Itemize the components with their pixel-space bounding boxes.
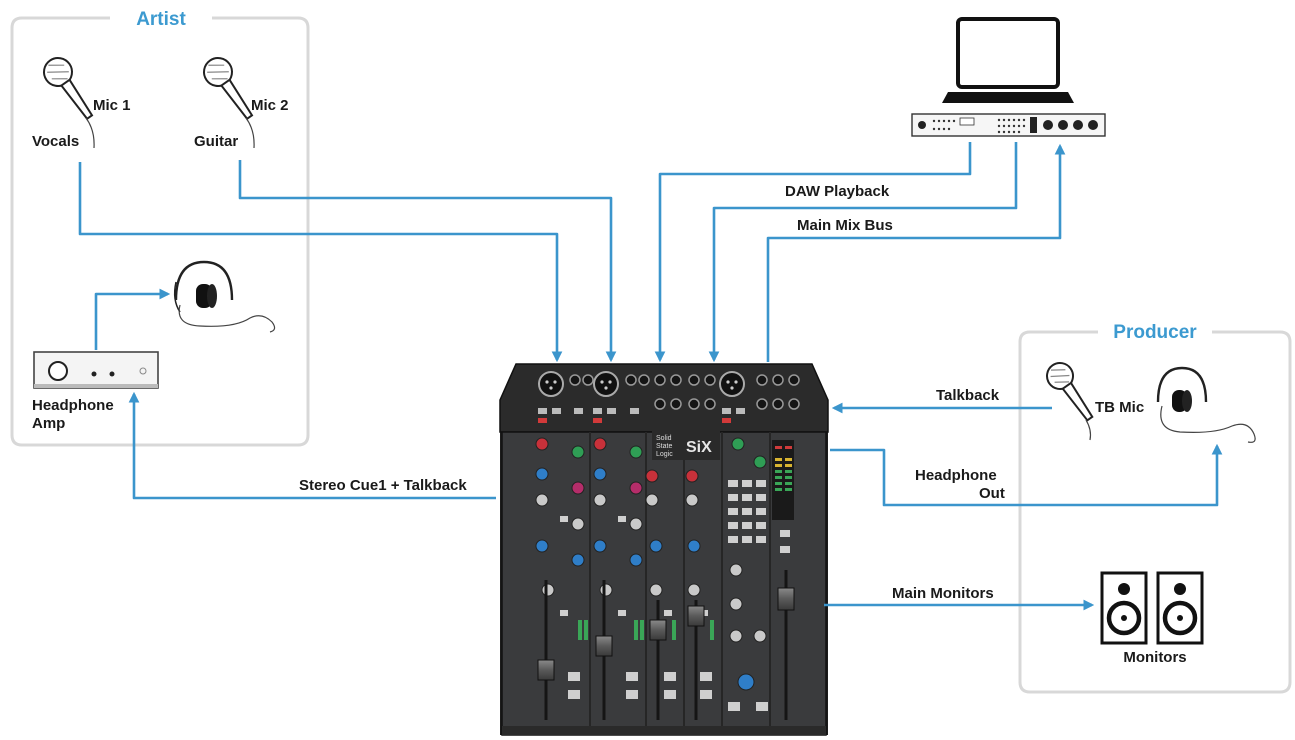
- laptop-icon: [942, 17, 1074, 103]
- xlr-jack: [538, 371, 564, 397]
- guitar-signal-line: [238, 160, 617, 363]
- audio-interface-device: [911, 113, 1106, 137]
- level-meter: [772, 440, 794, 520]
- headphone-amp-label-line2: Amp: [32, 415, 65, 432]
- mic-icon: [203, 57, 254, 121]
- mic-icon: [43, 57, 94, 121]
- fader-cap: [537, 587, 795, 681]
- producer-panel: Producer: [1018, 322, 1292, 694]
- headphone-amp-label: Headphone: [32, 397, 114, 414]
- mic2-label: Mic 2: [251, 97, 289, 114]
- signal-wires: [78, 142, 1223, 611]
- guitar-label: Guitar: [194, 133, 238, 150]
- headphones-icon: [1156, 366, 1256, 443]
- brand-line-3: Logic: [656, 451, 673, 458]
- artist-group-title: Artist: [136, 9, 186, 30]
- main-monitors-label: Main Monitors: [892, 585, 994, 602]
- knob: [571, 481, 643, 495]
- knob: [535, 493, 767, 643]
- headphone-out-label: Headphone: [915, 467, 997, 484]
- main-mix-bus-label: Main Mix Bus: [797, 217, 893, 234]
- vocals-label: Vocals: [32, 133, 79, 150]
- stereo-cue-label: Stereo Cue1 + Talkback: [299, 477, 467, 494]
- headphone-amp-device: [33, 351, 159, 389]
- tb-mic-label: TB Mic: [1095, 399, 1144, 416]
- daw-playback-line: [708, 142, 1018, 363]
- brand-line-1: Solid: [656, 435, 672, 442]
- headphone-out-line: [830, 443, 1223, 507]
- stereo-cue-line: [128, 391, 496, 500]
- daw-playback-line: [654, 142, 972, 363]
- mic1-label: Mic 1: [93, 97, 131, 114]
- headphone-amp-output-line: [94, 288, 171, 350]
- daw-playback-label: DAW Playback: [785, 183, 890, 200]
- vocals-signal-line: [78, 162, 563, 363]
- knob: [571, 437, 767, 469]
- headphones-icon: [173, 260, 276, 333]
- talkback-mic-icon: [1046, 362, 1094, 422]
- speaker-icon: [1100, 571, 1148, 645]
- headphone-out-label-line2: Out: [979, 485, 1005, 502]
- talkback-label: Talkback: [936, 387, 1000, 404]
- xlr-jack: [719, 371, 745, 397]
- main-mix-bus-line: [766, 143, 1066, 362]
- speaker-icon: [1156, 571, 1204, 645]
- console-model: SiX: [686, 439, 712, 456]
- mixing-console: Solid State Logic SiX: [499, 363, 829, 736]
- knob: [535, 467, 755, 691]
- xlr-jack: [593, 371, 619, 397]
- brand-line-2: State: [656, 443, 672, 450]
- artist-panel: Artist: [10, 9, 310, 447]
- monitors-label: Monitors: [1123, 649, 1186, 666]
- console-logo: Solid State Logic SiX: [652, 430, 720, 460]
- producer-group-title: Producer: [1113, 322, 1197, 343]
